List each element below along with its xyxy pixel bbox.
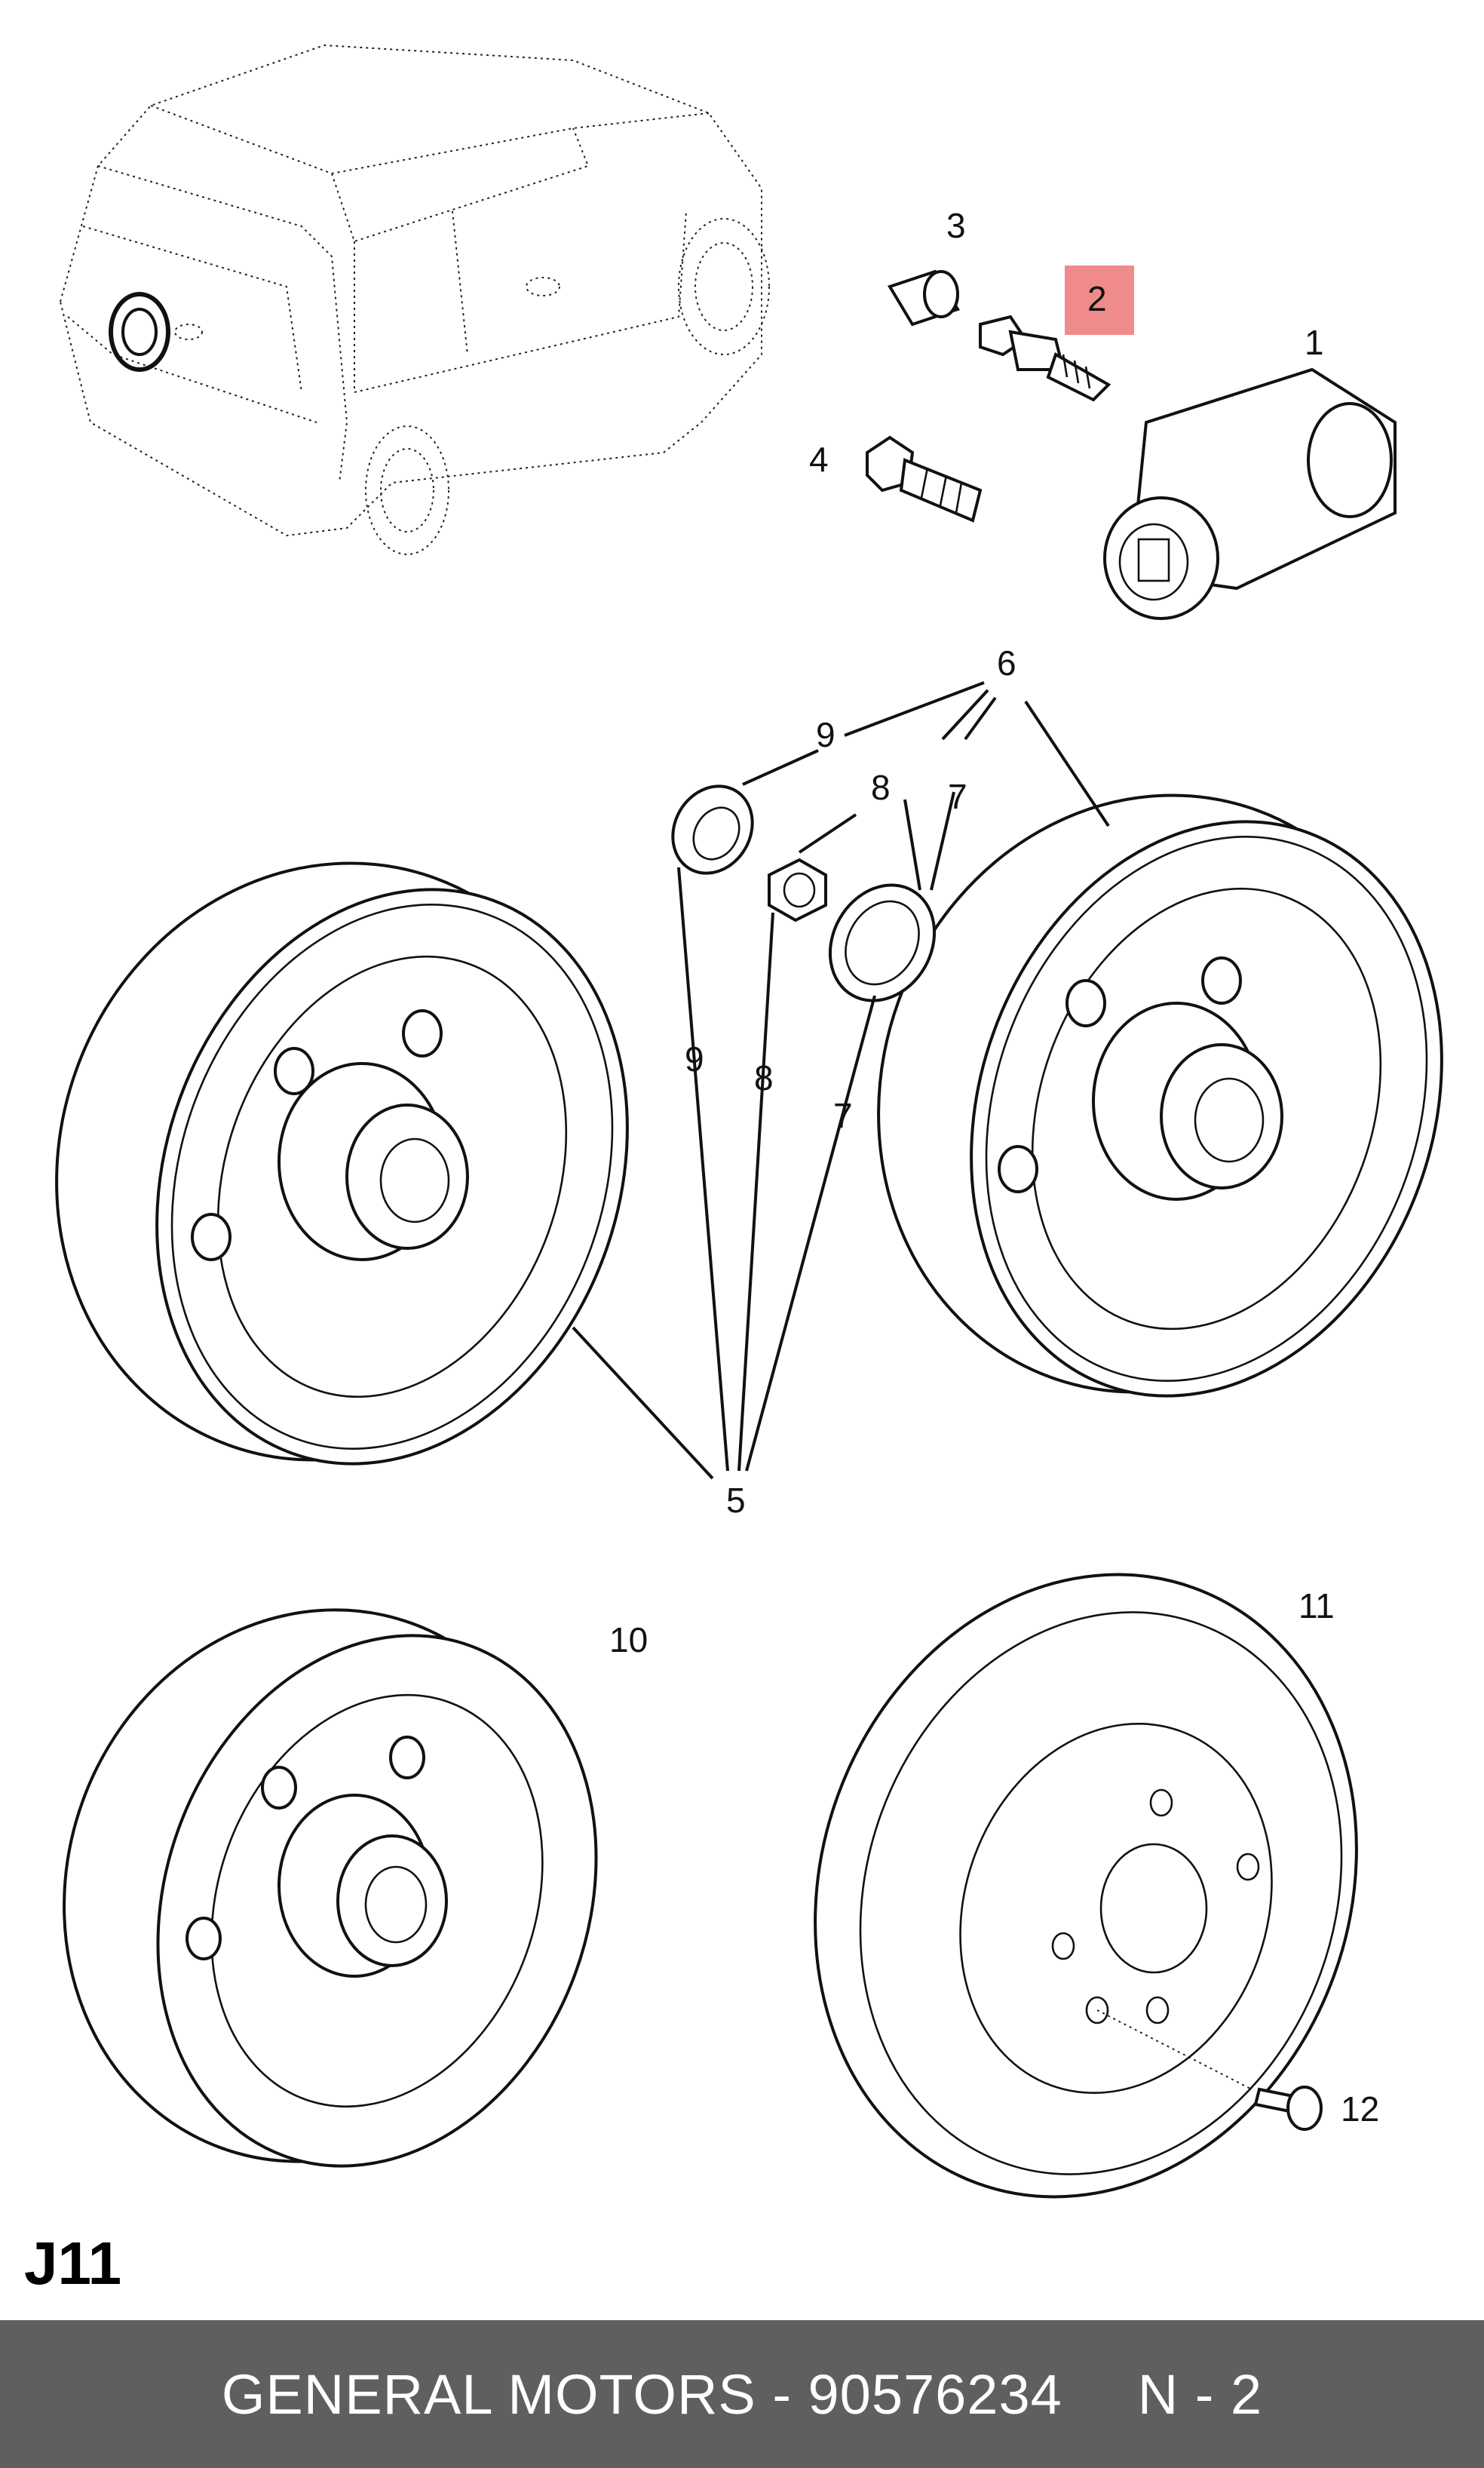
vehicle-sketch [59, 44, 770, 555]
callout-3: 3 [946, 206, 966, 245]
callout-1: 1 [1305, 323, 1324, 362]
callout-5: 5 [726, 1481, 746, 1520]
callout-4: 4 [809, 440, 829, 479]
callout-8-bottom: 8 [754, 1058, 774, 1097]
callout-6: 6 [997, 643, 1016, 683]
brake-drum-right [877, 794, 1443, 1398]
leader-lines [572, 681, 1110, 1480]
bearing-cap [828, 883, 937, 1002]
bolt [866, 435, 983, 523]
highlight-box-part-2 [1065, 266, 1134, 335]
screw [1096, 2009, 1323, 2131]
wheel-cylinder [1103, 367, 1397, 620]
bleed-valve [979, 315, 1111, 402]
callout-8-top: 8 [871, 768, 891, 807]
callout-7-bottom: 7 [833, 1096, 853, 1135]
brake-drum-left [55, 861, 629, 1466]
page-reference: N - 2 [1137, 2362, 1263, 2426]
callout-10: 10 [609, 1620, 648, 1659]
hub-nut [768, 858, 827, 922]
page-code: J11 [24, 2230, 122, 2297]
seal-ring [671, 784, 754, 875]
callout-labels: 1 2 3 4 6 9 8 7 9 8 7 5 10 11 12 [609, 206, 1379, 2129]
callout-7-top: 7 [948, 777, 967, 816]
brake-drum-10 [63, 1608, 598, 2168]
callout-11: 11 [1298, 1586, 1335, 1625]
callout-9-top: 9 [816, 715, 836, 754]
brand-part-number: GENERAL MOTORS - 90576234 [221, 2362, 1062, 2426]
dust-cap [888, 269, 960, 327]
callout-9-bottom: 9 [685, 1039, 704, 1079]
brake-drum-11 [814, 1573, 1358, 2199]
callout-2: 2 [1087, 279, 1107, 318]
callout-12: 12 [1341, 2089, 1379, 2129]
footer-bar: GENERAL MOTORS - 90576234 N - 2 [0, 2320, 1484, 2468]
parts-diagram: 1 2 3 4 6 9 8 7 9 8 7 5 10 11 12 [55, 44, 1443, 2199]
